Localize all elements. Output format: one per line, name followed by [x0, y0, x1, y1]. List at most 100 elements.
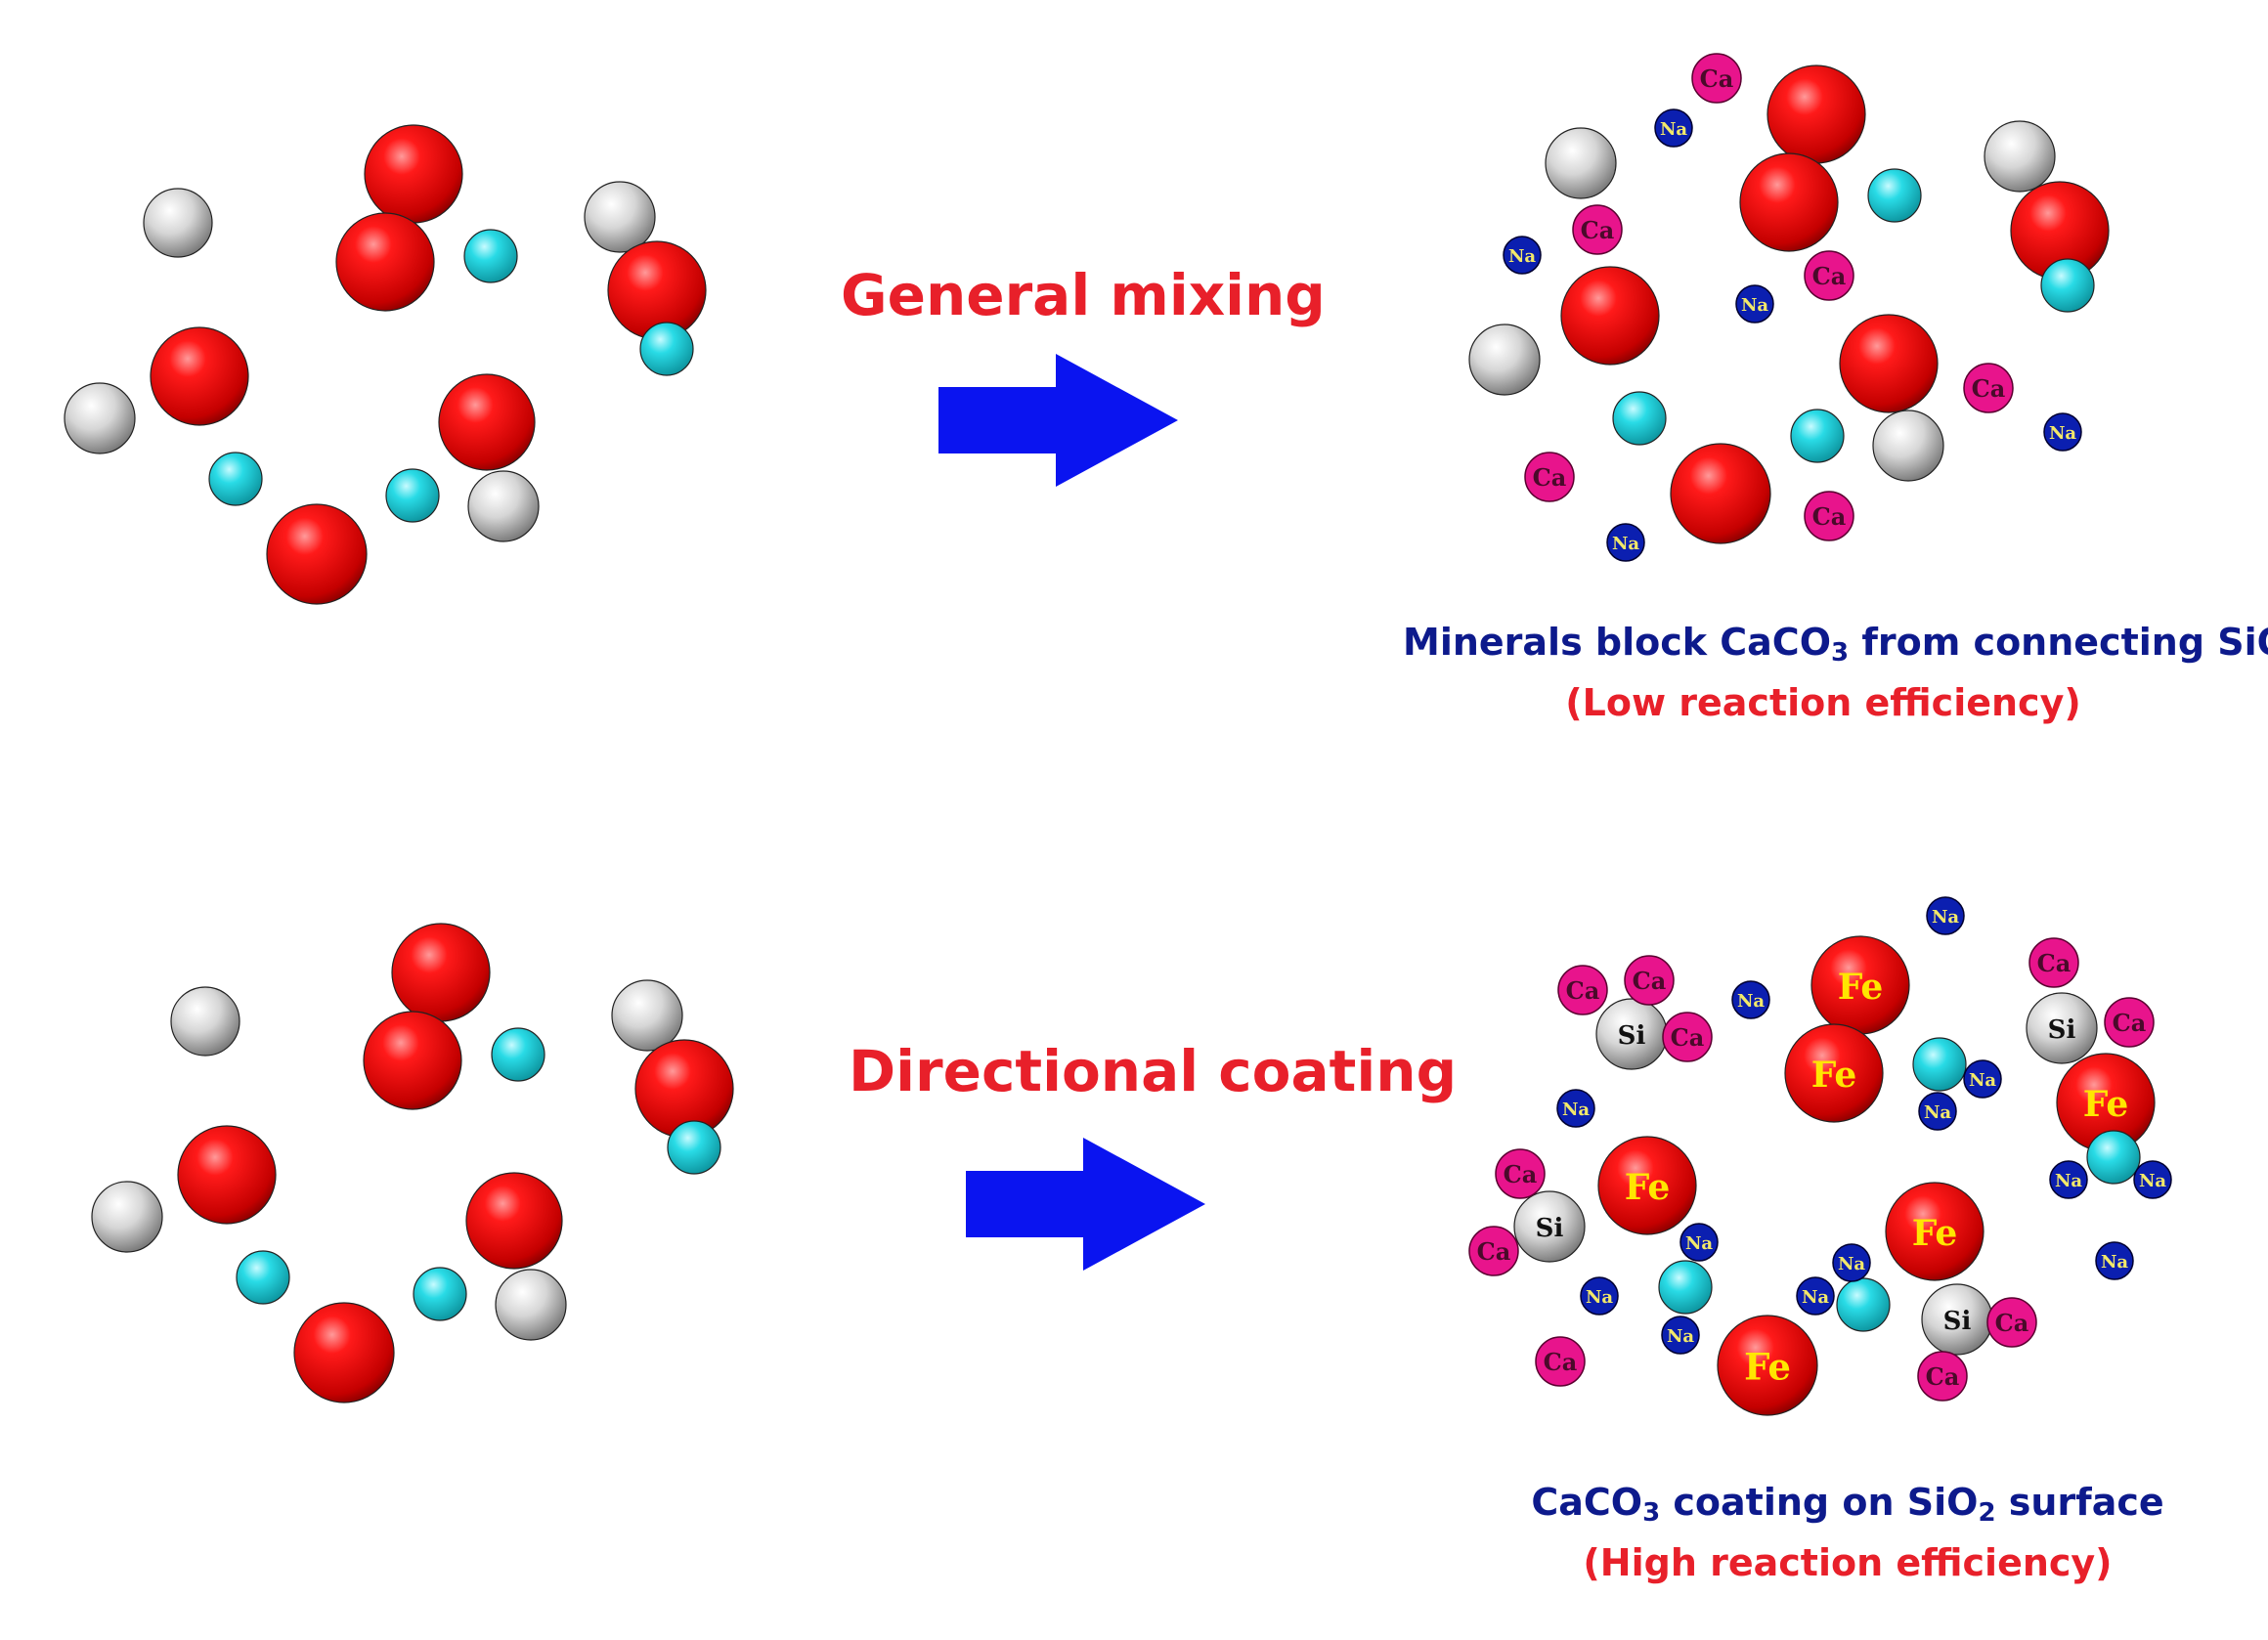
iron-oxide-sphere-label: Fe [1811, 1055, 1857, 1096]
oxide-sphere [363, 1011, 462, 1110]
arrow-right-icon [938, 354, 1178, 487]
oxide-sphere [177, 1125, 277, 1225]
silica-sphere [1545, 127, 1617, 199]
cyan-particle [236, 1250, 290, 1305]
oxide-sphere [293, 1302, 395, 1403]
caption-efficiency: (Low reaction efficiency) [1565, 681, 2081, 724]
caption-high-efficiency: CaCO3 coating on SiO2 surface (High reac… [1505, 1481, 2190, 1584]
caption-description: CaCO3 coating on SiO2 surface [1531, 1481, 2164, 1528]
caption-efficiency: (High reaction efficiency) [1583, 1541, 2113, 1584]
sodium-ion-label: Na [1838, 1254, 1865, 1274]
reactants-bottom-group [91, 923, 734, 1403]
sodium-ion [1731, 980, 1770, 1019]
iron-oxide-sphere-label: Fe [2083, 1084, 2129, 1125]
cyan-particle [2040, 258, 2095, 313]
calcium-ion [1804, 250, 1854, 301]
oxide-sphere [1560, 266, 1660, 366]
reactants-top-group [64, 124, 707, 605]
sodium-ion [1679, 1223, 1719, 1262]
silica-sphere [1513, 1190, 1586, 1263]
calcium-ion-label: Ca [1581, 216, 1615, 244]
calcium-ion-label: Ca [1533, 463, 1567, 492]
calcium-ion [2028, 937, 2079, 988]
sodium-ion [1606, 523, 1645, 562]
calcium-ion [1468, 1226, 1519, 1276]
sodium-ion [2095, 1241, 2134, 1280]
sodium-ion [2043, 412, 2082, 452]
cyan-particle [1790, 409, 1845, 463]
calcium-ion [1495, 1148, 1546, 1199]
silica-sphere [467, 470, 540, 542]
sodium-ion-label: Na [1924, 1102, 1951, 1123]
cyan-particle [1867, 168, 1922, 223]
oxide-sphere [438, 373, 536, 471]
cyan-particle [1612, 391, 1667, 446]
silica-sphere [2026, 992, 2098, 1064]
silica-sphere [170, 986, 240, 1057]
sodium-ion-label: Na [1802, 1287, 1829, 1308]
sodium-ion-label: Na [2101, 1252, 2128, 1273]
cyan-particle [1658, 1260, 1713, 1315]
iron-oxide-sphere [1885, 1182, 1984, 1281]
silica-sphere [584, 181, 656, 253]
cyan-particle [2086, 1130, 2141, 1185]
cyan-particle [463, 229, 518, 283]
calcium-ion [1662, 1012, 1713, 1062]
calcium-ion [1691, 53, 1742, 104]
sodium-ion-label: Na [1667, 1326, 1694, 1347]
sodium-ion-label: Na [1660, 119, 1687, 140]
silica-sphere [1984, 120, 2056, 193]
silica-sphere-label: Si [1618, 1021, 1646, 1051]
silica-sphere-label: Si [1943, 1307, 1972, 1336]
silica-sphere [495, 1269, 567, 1341]
silica-sphere [1872, 410, 1944, 482]
calcium-ion [1963, 363, 2014, 413]
calcium-ion-label: Ca [1812, 262, 1847, 290]
process-label-directional-coating: Directional coating [849, 1038, 1458, 1104]
calcium-ion-label: Ca [1812, 502, 1847, 531]
sodium-ion-label: Na [1562, 1100, 1590, 1120]
calcium-ion-label: Ca [1995, 1309, 2029, 1337]
sodium-ion [1503, 236, 1542, 275]
sodium-ion [2049, 1160, 2088, 1199]
calcium-ion [1572, 204, 1623, 255]
sodium-ion [2133, 1160, 2172, 1199]
sodium-ion [1556, 1089, 1595, 1128]
cyan-particle [385, 468, 440, 523]
oxide-sphere [150, 326, 249, 426]
sodium-ion [1796, 1276, 1835, 1316]
iron-oxide-sphere [1784, 1023, 1884, 1123]
sodium-ion [1580, 1276, 1619, 1316]
oxide-sphere [364, 124, 463, 224]
sodium-ion [1661, 1316, 1700, 1355]
calcium-ion-label: Ca [1633, 967, 1667, 995]
silica-sphere [143, 188, 213, 258]
calcium-ion-label: Ca [1544, 1348, 1578, 1376]
oxide-sphere [1766, 65, 1866, 164]
calcium-ion [1624, 955, 1675, 1006]
silica-sphere [611, 979, 683, 1052]
calcium-ion [2104, 997, 2155, 1048]
calcium-ion [1557, 965, 1608, 1015]
silica-sphere-label: Si [1536, 1214, 1564, 1243]
calcium-ion-label: Ca [1477, 1237, 1511, 1266]
calcium-ion-label: Ca [1972, 374, 2006, 403]
sodium-ion [1926, 896, 1965, 935]
sodium-ion [1918, 1092, 1957, 1131]
calcium-ion [1535, 1336, 1586, 1387]
cyan-particle [1836, 1277, 1891, 1332]
calcium-ion-label: Ca [1566, 976, 1600, 1005]
cyan-particle [1912, 1037, 1967, 1092]
sodium-ion-label: Na [1932, 907, 1959, 928]
sodium-ion-label: Na [2049, 423, 2076, 444]
calcium-ion-label: Ca [2113, 1009, 2147, 1037]
calcium-ion [1524, 452, 1575, 502]
calcium-ion-label: Ca [1926, 1362, 1960, 1391]
sodium-ion-label: Na [1508, 246, 1536, 267]
sodium-ion [1963, 1059, 2002, 1099]
calcium-ion [1804, 491, 1854, 541]
calcium-ion-label: Ca [1700, 65, 1734, 93]
silica-sphere [91, 1181, 163, 1253]
arrow-right-icon [966, 1138, 1205, 1271]
